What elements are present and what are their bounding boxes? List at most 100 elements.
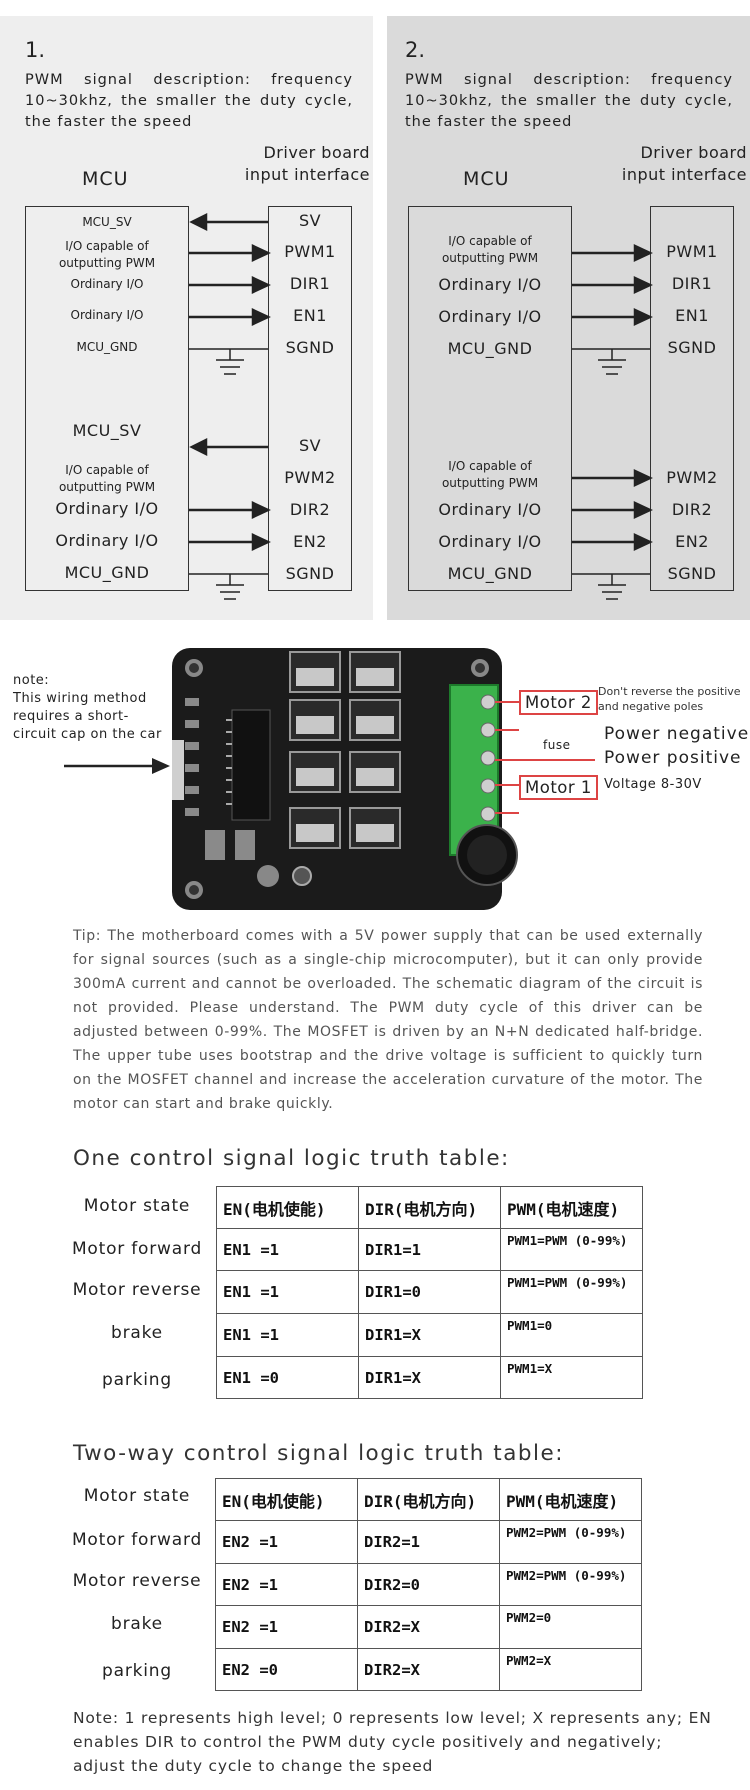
driver-signal: SV bbox=[298, 211, 322, 230]
table-header: EN(电机使能) bbox=[216, 1186, 359, 1229]
fuse-label: fuse bbox=[543, 738, 571, 752]
table-cell: DIR2=X bbox=[357, 1648, 500, 1691]
mcu-label: Ordinary I/O bbox=[438, 500, 542, 519]
mcu-label: MCU_GND bbox=[76, 340, 138, 354]
table-row: EN(电机使能) DIR(电机方向) PWM(电机速度) bbox=[216, 1186, 643, 1229]
motor-state: Motor reverse bbox=[72, 1280, 202, 1300]
driver-signal: EN1 bbox=[293, 306, 327, 325]
table-cell: EN2 =1 bbox=[215, 1520, 358, 1564]
driver-signal: DIR2 bbox=[289, 500, 331, 519]
mcu-label: Ordinary I/O bbox=[70, 308, 144, 322]
footer-note: Note: 1 represents high level; 0 represe… bbox=[73, 1709, 712, 1775]
driver-title-line2: input interface bbox=[244, 165, 370, 184]
motor-state: parking bbox=[102, 1661, 172, 1681]
mcu-label: I/O capable of outputting PWM bbox=[441, 234, 539, 265]
driver-signal: SGND bbox=[285, 564, 335, 583]
driver-board-photo bbox=[172, 648, 518, 910]
table1-title: One control signal logic truth table: bbox=[73, 1146, 510, 1171]
table-cell: PWM1=0 bbox=[500, 1313, 643, 1357]
table-row: EN2 =1 DIR2=0 PWM2=PWM (0-99%) bbox=[215, 1563, 642, 1606]
table-cell: PWM2=PWM (0-99%) bbox=[499, 1563, 642, 1606]
state-header: Motor state bbox=[83, 1486, 191, 1506]
table-row: EN1 =1 DIR1=0 PWM1=PWM (0-99%) bbox=[216, 1270, 643, 1314]
table-cell: PWM1=PWM (0-99%) bbox=[500, 1270, 643, 1314]
driver-signal: EN2 bbox=[675, 532, 709, 551]
table-row: EN1 =1 DIR1=1 PWM1=PWM (0-99%) bbox=[216, 1228, 643, 1271]
mcu-label: MCU_SV bbox=[82, 215, 132, 229]
table-cell: PWM2=PWM (0-99%) bbox=[499, 1520, 642, 1564]
motor-state: Motor reverse bbox=[72, 1571, 202, 1591]
pwm-description: PWM signal description: frequency 10~30k… bbox=[25, 72, 353, 130]
motor-state: Motor forward bbox=[71, 1530, 203, 1550]
driver-signal: EN1 bbox=[675, 306, 709, 325]
table-cell: PWM1=X bbox=[500, 1356, 643, 1399]
table-header: PWM(电机速度) bbox=[500, 1186, 643, 1229]
driver-signal: DIR1 bbox=[671, 274, 713, 293]
table-cell: EN2 =1 bbox=[215, 1605, 358, 1649]
driver-title: Driver board input interface bbox=[597, 142, 747, 186]
table-cell: PWM2=X bbox=[499, 1648, 642, 1691]
panel-number: 1. bbox=[25, 38, 46, 62]
mcu-title: MCU bbox=[82, 168, 129, 190]
driver-signal: SGND bbox=[667, 338, 717, 357]
table-row: EN2 =1 DIR2=1 PWM2=PWM (0-99%) bbox=[215, 1520, 642, 1564]
motor-state: parking bbox=[102, 1370, 172, 1390]
driver-signal: SGND bbox=[667, 564, 717, 583]
table-cell: DIR1=1 bbox=[358, 1228, 501, 1271]
motor-state: brake bbox=[111, 1323, 163, 1343]
driver-title-line1: Driver board bbox=[640, 143, 747, 162]
table2-title: Two-way control signal logic truth table… bbox=[73, 1441, 564, 1466]
table-cell: DIR2=X bbox=[357, 1605, 500, 1649]
driver-title-line1: Driver board bbox=[263, 143, 370, 162]
driver-title: Driver board input interface bbox=[220, 142, 370, 186]
truth-table-2: EN(电机使能) DIR(电机方向) PWM(电机速度) EN2 =1 DIR2… bbox=[215, 1478, 642, 1691]
mcu-label: Ordinary I/O bbox=[70, 277, 144, 291]
wiring-diagram bbox=[189, 212, 271, 600]
truth-table-1: EN(电机使能) DIR(电机方向) PWM(电机速度) EN1 =1 DIR1… bbox=[216, 1186, 643, 1399]
mcu-label: Ordinary I/O bbox=[55, 531, 159, 550]
driver-signal: DIR2 bbox=[671, 500, 713, 519]
driver-signal: DIR1 bbox=[289, 274, 331, 293]
power-positive-label: Power positive bbox=[604, 748, 742, 768]
table-row: EN2 =0 DIR2=X PWM2=X bbox=[215, 1648, 642, 1691]
mcu-label: Ordinary I/O bbox=[55, 499, 159, 518]
mcu-title: MCU bbox=[463, 168, 510, 190]
mcu-label: Ordinary I/O bbox=[438, 307, 542, 326]
driver-signal: EN2 bbox=[293, 532, 327, 551]
wiring-panel-1: 1. PWM signal description: frequency 10~… bbox=[0, 16, 373, 620]
power-negative-label: Power negative bbox=[604, 724, 750, 744]
polarity-warning: Don't reverse the positive and negative … bbox=[598, 685, 741, 713]
mcu-label: MCU_GND bbox=[447, 564, 533, 583]
mcu-label: MCU_SV bbox=[72, 421, 142, 440]
table-header: EN(电机使能) bbox=[215, 1478, 358, 1521]
table-cell: DIR1=X bbox=[358, 1356, 501, 1399]
pwm-description: PWM signal description: frequency 10~30k… bbox=[405, 72, 733, 130]
panel-number: 2. bbox=[405, 38, 426, 62]
driver-signal: PWM1 bbox=[284, 242, 336, 261]
mcu-box bbox=[408, 206, 572, 591]
table-header: DIR(电机方向) bbox=[358, 1186, 501, 1229]
table-cell: DIR1=0 bbox=[358, 1270, 501, 1314]
wiring-note: note: This wiring method requires a shor… bbox=[13, 673, 162, 742]
driver-signal: PWM2 bbox=[284, 468, 336, 487]
mcu-label: Ordinary I/O bbox=[438, 275, 542, 294]
table-row: EN(电机使能) DIR(电机方向) PWM(电机速度) bbox=[215, 1478, 642, 1521]
wiring-panel-2: 2. PWM signal description: frequency 10~… bbox=[387, 16, 750, 620]
table-header: PWM(电机速度) bbox=[499, 1478, 642, 1521]
wiring-diagram bbox=[572, 244, 653, 600]
driver-signal: PWM1 bbox=[666, 242, 718, 261]
table-cell: EN1 =0 bbox=[216, 1356, 359, 1399]
motor-state: Motor forward bbox=[71, 1239, 203, 1259]
mcu-label: I/O capable of outputting PWM bbox=[58, 463, 156, 494]
driver-title-line2: input interface bbox=[621, 165, 747, 184]
driver-box bbox=[268, 206, 352, 591]
table-cell: DIR2=1 bbox=[357, 1520, 500, 1564]
motor1-label: Motor 1 bbox=[519, 775, 598, 800]
table-cell: PWM2=0 bbox=[499, 1605, 642, 1649]
table-cell: EN1 =1 bbox=[216, 1270, 359, 1314]
mcu-label: I/O capable of outputting PWM bbox=[58, 239, 156, 270]
driver-box bbox=[650, 206, 734, 591]
table-row: EN1 =0 DIR1=X PWM1=X bbox=[216, 1356, 643, 1399]
voltage-label: Voltage 8-30V bbox=[604, 777, 702, 792]
table-cell: PWM1=PWM (0-99%) bbox=[500, 1228, 643, 1271]
